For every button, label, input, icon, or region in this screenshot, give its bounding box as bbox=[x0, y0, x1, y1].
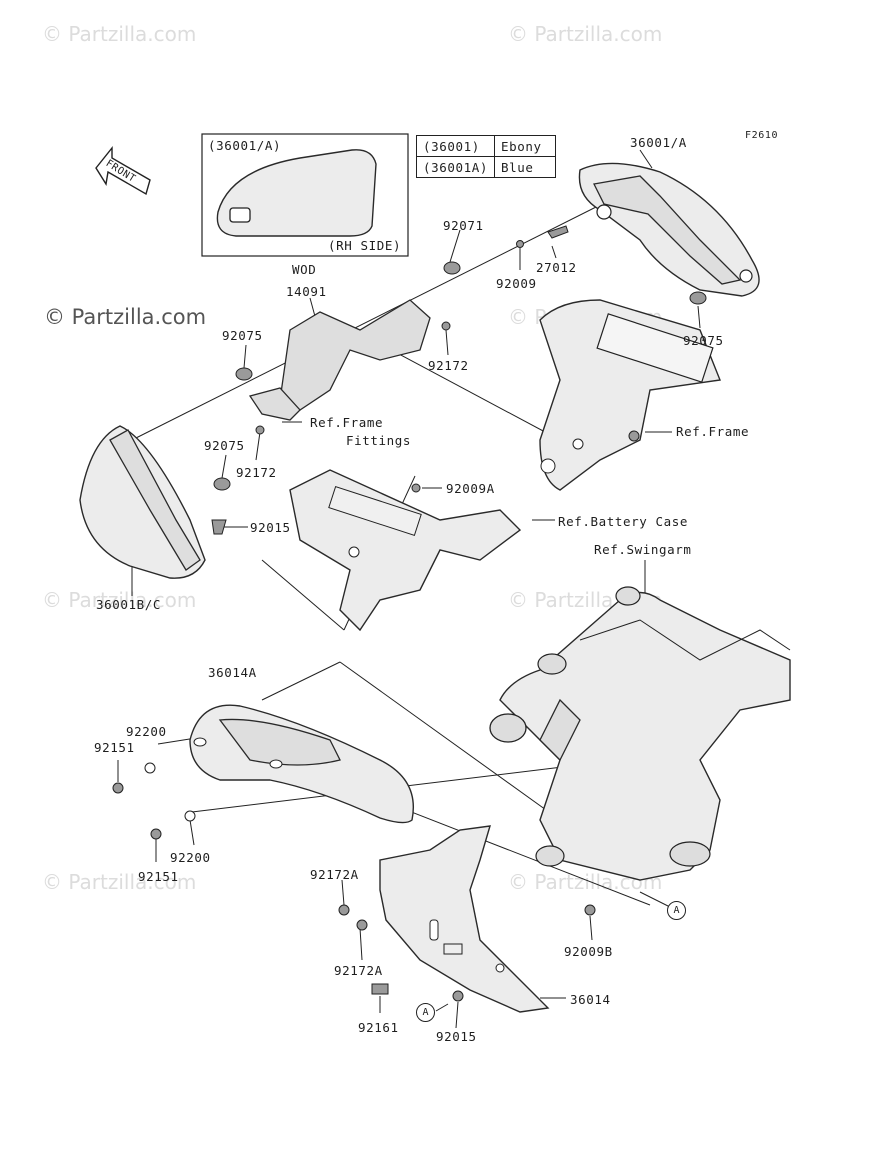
part-label: Ref.Frame bbox=[676, 424, 750, 439]
grommet-92075-left bbox=[235, 367, 253, 381]
part-label: 92009 bbox=[496, 276, 537, 291]
part-label: 92015 bbox=[436, 1029, 477, 1044]
part-label: 92172 bbox=[236, 465, 277, 480]
table-row: (36001A) Blue bbox=[415, 156, 557, 178]
watermark: © Partzilla.com bbox=[42, 870, 197, 894]
part-label: 92075 bbox=[222, 328, 263, 343]
part-label: 92151 bbox=[94, 740, 135, 755]
bracket-14091 bbox=[279, 299, 431, 411]
watermark: © Partzilla.com bbox=[44, 305, 207, 329]
bolt-icons bbox=[112, 225, 596, 1002]
inset-cover-slot bbox=[229, 207, 251, 223]
part-label: 92009A bbox=[446, 481, 495, 496]
right-side-cover-inner bbox=[593, 175, 742, 285]
part-label: 92009B bbox=[564, 944, 613, 959]
left-side-cover-edge bbox=[109, 429, 201, 571]
watermark: © Partzilla.com bbox=[42, 22, 197, 46]
part-label: WOD bbox=[292, 262, 317, 277]
color-table: (36001) Ebony (36001A) Blue bbox=[415, 135, 557, 178]
bracket-fitting bbox=[248, 387, 301, 421]
part-label: 92172 bbox=[428, 358, 469, 373]
grommet-92075-mid bbox=[213, 477, 231, 491]
color-code-cell: (36001) bbox=[415, 135, 496, 157]
part-label: Ref.Battery Case bbox=[558, 514, 689, 529]
part-label: 92172A bbox=[334, 963, 383, 978]
part-label: Ref.Frame bbox=[310, 415, 384, 430]
callout-a: A bbox=[667, 901, 686, 920]
part-label: Fittings bbox=[346, 433, 412, 448]
part-label: 92151 bbox=[138, 869, 179, 884]
grommet-92075-right bbox=[689, 291, 707, 305]
inset-title: (36001/A) bbox=[208, 138, 282, 153]
inset-note: (RH SIDE) bbox=[328, 238, 402, 253]
part-label: 92161 bbox=[358, 1020, 399, 1035]
callout-a: A bbox=[416, 1003, 435, 1022]
part-label: 36001B/C bbox=[96, 597, 162, 612]
watermark: © Partzilla.com bbox=[42, 588, 197, 612]
part-label: 92200 bbox=[170, 850, 211, 865]
figure-code: F2610 bbox=[745, 130, 779, 141]
table-row: (36001) Ebony bbox=[415, 135, 557, 157]
part-label: 36014A bbox=[208, 665, 257, 680]
color-name-cell: Ebony bbox=[494, 135, 557, 157]
color-name-cell: Blue bbox=[494, 156, 557, 178]
part-label: 92071 bbox=[443, 218, 484, 233]
part-label: 92075 bbox=[683, 333, 724, 348]
part-label: 92075 bbox=[204, 438, 245, 453]
color-code-cell: (36001A) bbox=[415, 156, 496, 178]
part-label: 92200 bbox=[126, 724, 167, 739]
grommet-92071 bbox=[443, 261, 461, 275]
lower-cover-36014 bbox=[379, 825, 550, 1013]
part-label: 27012 bbox=[536, 260, 577, 275]
part-label: 92172A bbox=[310, 867, 359, 882]
part-label: 92015 bbox=[250, 520, 291, 535]
part-label: 14091 bbox=[286, 284, 327, 299]
front-arrow-icon bbox=[95, 146, 151, 196]
part-label: 36014 bbox=[570, 992, 611, 1007]
part-label: Ref.Swingarm bbox=[594, 542, 692, 557]
part-label: 36001/A bbox=[630, 135, 687, 150]
watermark: © Partzilla.com bbox=[508, 22, 663, 46]
inset-cover-shape bbox=[216, 149, 377, 237]
